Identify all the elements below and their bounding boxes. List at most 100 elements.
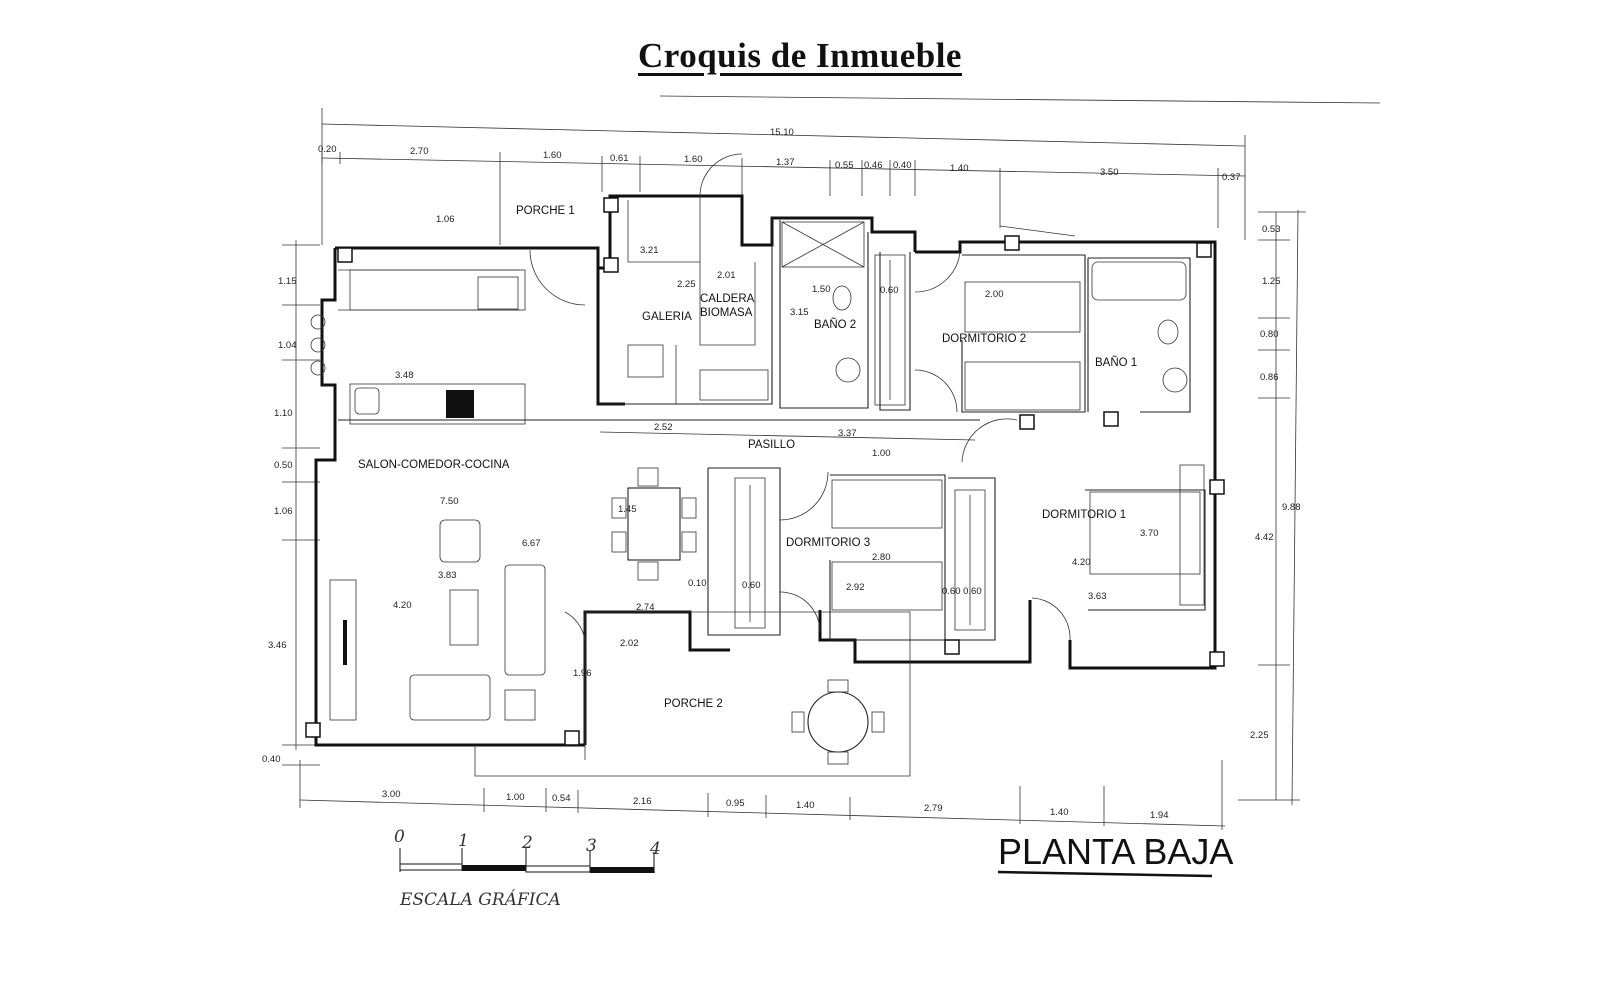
dim-salon-total: 7.50: [440, 496, 459, 507]
dim-bottom-2: 0.54: [552, 793, 571, 804]
dim-left-2: 1.10: [274, 408, 293, 419]
plan-label: PLANTA BAJA: [998, 831, 1233, 872]
dim-closet3: 0.60: [742, 580, 761, 591]
dim-dorm1-w2: 3.63: [1088, 591, 1107, 602]
room-pasillo: PASILLO: [748, 439, 795, 451]
living-furniture: [329, 519, 546, 721]
room-porche-2: PORCHE 2: [664, 698, 723, 710]
scale-label: ESCALA GRÁFICA: [399, 889, 561, 910]
dim-left-6: 0.40: [262, 754, 281, 765]
dim-left-1: 1.04: [278, 340, 297, 351]
bathroom-fixtures: [781, 221, 1188, 393]
dim-right-5: 2.25: [1250, 730, 1269, 741]
room-bano-2: BAÑO 2: [814, 318, 856, 331]
dim-top-0: 0.20: [318, 144, 337, 155]
dim-dorm2-w: 2.00: [985, 289, 1004, 300]
room-bano-1: BAÑO 1: [1095, 356, 1137, 369]
dim-right-3: 0.86: [1260, 372, 1279, 383]
dim-bottom-5: 1.40: [796, 800, 815, 811]
room-dormitorio-2: DORMITORIO 2: [942, 333, 1026, 345]
dim-galeria-h: 3.21: [640, 245, 659, 256]
dim-bottom-6: 2.79: [924, 803, 943, 814]
dim-bottom-1: 1.00: [506, 792, 525, 803]
dim-comedor: 1.45: [618, 504, 637, 515]
columns: [305, 197, 1225, 746]
title-rule: [659, 95, 1381, 104]
porche2-outline: [474, 611, 911, 777]
dim-pasillo-w1: 2.52: [654, 422, 673, 433]
dim-top-5: 1.37: [776, 157, 795, 168]
beds: [831, 281, 1201, 611]
plan-label-underline: [997, 870, 1213, 878]
room-galeria: GALERIA: [642, 311, 692, 323]
dim-pasillo-w2: 3.37: [838, 428, 857, 439]
wardrobes: [627, 254, 1205, 631]
dim-porch-seg: 2.74: [636, 602, 655, 613]
graphic-scale: [399, 848, 656, 873]
dim-salon-w: 6.67: [522, 538, 541, 549]
bottom-dimensions: [299, 760, 1226, 830]
room-dormitorio-1: DORMITORIO 1: [1042, 509, 1126, 521]
dim-galeria-w: 2.25: [677, 279, 696, 290]
dim-top-10: 3.50: [1100, 167, 1119, 178]
dim-dorm1-h: 4.20: [1072, 557, 1091, 568]
room-porche-1: PORCHE 1: [516, 205, 575, 217]
dim-top-4: 1.60: [684, 154, 703, 165]
dim-bottom-8: 1.94: [1150, 810, 1169, 821]
room-dormitorio-3: DORMITORIO 3: [786, 537, 870, 549]
dim-top-11: 0.37: [1222, 172, 1241, 183]
left-dimensions: [282, 240, 320, 766]
dim-top-3: 0.61: [610, 153, 629, 164]
dim-top-8: 0.40: [893, 160, 912, 171]
dim-overall-width: 15.10: [770, 127, 794, 138]
dim-right-0: 0.53: [1262, 224, 1281, 235]
scale-tick-0: 0: [394, 827, 405, 847]
dim-porche1-depth: 1.06: [436, 214, 455, 225]
dim-right-4: 4.42: [1255, 532, 1274, 543]
scale-tick-3: 3: [586, 836, 597, 856]
dim-dorm3-h: 2.80: [872, 552, 891, 563]
room-caldera: CALDERA: [700, 293, 755, 305]
page-title: Croquis de Inmueble: [638, 36, 962, 75]
dim-bottom-7: 1.40: [1050, 807, 1069, 818]
dim-dorm3-w: 2.92: [846, 582, 865, 593]
scale-tick-1: 1: [458, 831, 469, 851]
dim-left-4: 1.06: [274, 506, 293, 517]
dim-bano2-h: 3.15: [790, 307, 809, 318]
scale-tick-2: 2: [521, 833, 533, 853]
dim-salon-h2: 4.20: [393, 600, 412, 611]
dim-bottom-3: 2.16: [633, 796, 652, 807]
dim-bottom-0: 3.00: [382, 789, 401, 800]
dim-bottom-4: 0.95: [726, 798, 745, 809]
dim-step: 0.10: [688, 578, 707, 589]
dim-dorm1-w: 3.70: [1140, 528, 1159, 539]
dim-left-3: 0.50: [274, 460, 293, 471]
dim-left-0: 1.15: [278, 276, 297, 287]
dim-caldera-w: 2.01: [717, 270, 736, 281]
dim-bano2-w: 1.50: [812, 284, 831, 295]
top-dimensions: [321, 108, 1246, 245]
dining-table: [611, 467, 697, 581]
dim-left-5: 3.46: [268, 640, 287, 651]
right-dimensions: [1238, 209, 1306, 806]
dim-top-2: 1.60: [543, 150, 562, 161]
dim-top-1: 2.70: [410, 146, 429, 157]
dim-top-6: 0.55: [835, 160, 854, 171]
dim-pasillo-h: 1.00: [872, 448, 891, 459]
dim-salon-seg: 3.83: [438, 570, 457, 581]
dim-porche2-h: 1.96: [573, 668, 592, 679]
dim-top-9: 1.40: [950, 163, 969, 174]
kitchen-units: [310, 269, 526, 425]
dim-closet1: 0.60 0.60: [942, 586, 982, 597]
dim-right-2: 0.80: [1260, 329, 1279, 340]
porch-table: [791, 679, 885, 765]
dim-porche2-w: 2.02: [620, 638, 639, 649]
dim-top-7: 0.46: [864, 160, 883, 171]
dim-right-total: 9.88: [1282, 502, 1301, 513]
scale-tick-4: 4: [649, 839, 661, 859]
door-swings: [529, 153, 1071, 651]
room-salon-comedor-cocina: SALON-COMEDOR-COCINA: [358, 459, 510, 471]
dim-salon-h: 3.48: [395, 370, 414, 381]
dim-right-1: 1.25: [1262, 276, 1281, 287]
